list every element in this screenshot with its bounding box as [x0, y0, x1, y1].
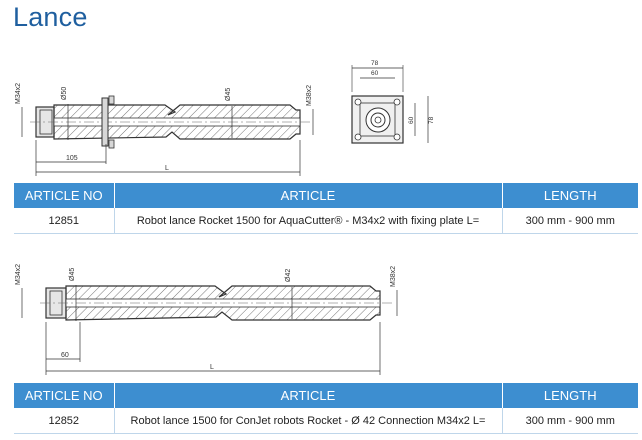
dim-thread-left: M34x2	[15, 83, 22, 104]
table-header: ARTICLE NO ARTICLE LENGTH	[14, 183, 638, 208]
dimensions	[21, 285, 398, 375]
cell-article: Robot lance Rocket 1500 for AquaCutter® …	[114, 208, 503, 234]
table-header: ARTICLE NO ARTICLE LENGTH	[14, 383, 638, 408]
dim-thread-right: M38x2	[390, 266, 397, 287]
dim-dia-mid: Ø45	[225, 88, 232, 101]
dim-thread-right: M38x2	[306, 85, 313, 106]
dim-plate-inner: 60	[371, 70, 379, 77]
article-table-2: ARTICLE NO ARTICLE LENGTH 12852 Robot la…	[14, 383, 638, 434]
article-table-1: ARTICLE NO ARTICLE LENGTH 12851 Robot la…	[14, 183, 638, 234]
col-article: ARTICLE	[114, 383, 503, 408]
dimensions	[21, 104, 314, 176]
dim-length: L	[210, 364, 214, 371]
dim-plate-side-inner: 60	[408, 116, 415, 124]
lance-drawing-1: M34x2 Ø50 Ø45 M38x2 105 L 78 60 60 78	[15, 60, 435, 176]
cell-article-no: 12852	[14, 408, 115, 434]
dim-dia-mid: Ø42	[285, 269, 292, 282]
dim-offset: 105	[66, 155, 78, 162]
dim-length: L	[165, 165, 169, 172]
cell-length: 300 mm - 900 mm	[502, 208, 638, 234]
table-row: 12851 Robot lance Rocket 1500 for AquaCu…	[14, 208, 638, 234]
dim-thread-left: M34x2	[15, 264, 22, 285]
lance-body	[40, 285, 392, 321]
col-article-no: ARTICLE NO	[14, 183, 115, 208]
page-title: Lance	[13, 2, 88, 32]
dim-offset: 60	[61, 352, 69, 359]
dim-dia-left: Ø50	[61, 87, 68, 100]
table-row: 12852 Robot lance 1500 for ConJet robots…	[14, 408, 638, 434]
lance-body	[30, 95, 310, 149]
dim-dia-left: Ø45	[69, 268, 76, 281]
dim-plate-outer: 78	[371, 60, 379, 67]
cell-article-no: 12851	[14, 208, 115, 234]
cell-article: Robot lance 1500 for ConJet robots Rocke…	[114, 408, 503, 434]
cell-length: 300 mm - 900 mm	[502, 408, 638, 434]
col-length: LENGTH	[502, 383, 638, 408]
fixing-plate-view	[351, 65, 429, 144]
col-article: ARTICLE	[114, 183, 503, 208]
lance-drawing-2: M34x2 Ø45 Ø42 M38x2 60 L	[15, 264, 398, 375]
col-length: LENGTH	[502, 183, 638, 208]
dim-plate-side-outer: 78	[428, 116, 435, 124]
col-article-no: ARTICLE NO	[14, 383, 115, 408]
